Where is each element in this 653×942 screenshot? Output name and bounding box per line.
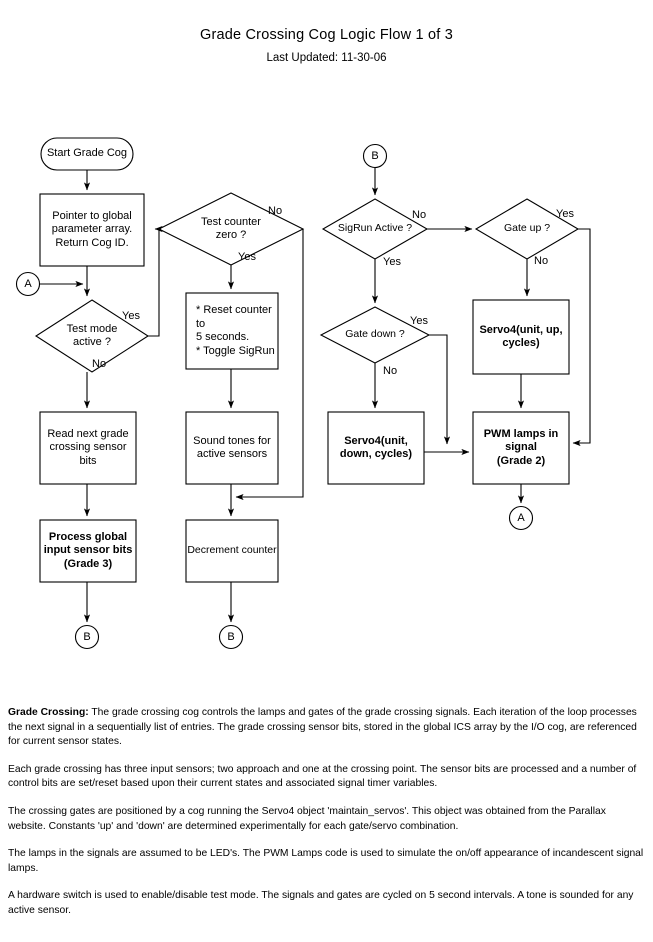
node-connector-b-in-right-label: B (371, 150, 379, 162)
shape-servo-down-process (327, 411, 425, 485)
edge-test-counter-no-to-decrement (235, 229, 304, 501)
edge-label-gate-down-no: No (383, 365, 398, 377)
edge-label-test-counter-yes: Yes (238, 251, 256, 263)
shape-pointer-process (39, 193, 145, 267)
edge-label-gate-down-yes: Yes (410, 315, 428, 327)
shape-connector-b-out-left (74, 624, 100, 650)
note-paragraph: Each grade crossing has three input sens… (8, 763, 646, 792)
shape-connector-b-in-right (362, 143, 388, 169)
shape-connector-a-out (508, 505, 534, 531)
edge-label-test-mode-yes: Yes (122, 310, 140, 322)
flowchart-canvas (15, 137, 591, 650)
page-subtitle: Last Updated: 11-30-06 (266, 52, 387, 64)
note-paragraph: The lamps in the signals are assumed to … (8, 847, 646, 876)
edge-label-sigrun-yes: Yes (383, 256, 401, 268)
page-title: Grade Crossing Cog Logic Flow 1 of 3 (199, 27, 453, 43)
note-text: Each grade crossing has three input sens… (8, 763, 637, 790)
note-paragraph: The crossing gates are positioned by a c… (8, 805, 646, 834)
shape-pwm-lamps-process (472, 411, 570, 485)
notes-section: Grade Crossing: The grade crossing cog c… (8, 706, 646, 932)
shape-decrement-counter-process (185, 519, 279, 583)
edge-gate-down-yes-to-pwm (429, 334, 451, 445)
shape-sigrun-active-decision (321, 198, 429, 260)
note-text: The crossing gates are positioned by a c… (8, 805, 606, 832)
shape-start-terminator (40, 137, 134, 171)
node-connector-a-out-label: A (517, 512, 525, 524)
shape-sound-tones-process (185, 411, 279, 485)
edge-label-gate-up-no: No (534, 255, 549, 267)
edge-label-test-counter-no: No (268, 205, 283, 217)
shape-connector-b-out-mid (218, 624, 244, 650)
node-connector-b-out-mid-label: B (227, 631, 235, 643)
shape-read-sensor-process (39, 411, 137, 485)
shape-test-mode-decision (34, 299, 150, 373)
note-text: The lamps in the signals are assumed to … (8, 848, 644, 874)
edge-gate-up-yes-to-pwm (572, 228, 591, 447)
shape-reset-counter-process (185, 292, 279, 370)
note-text: The grade crossing cog controls the lamp… (8, 707, 637, 748)
shape-test-counter-decision (157, 192, 305, 266)
node-connector-a-in-label: A (24, 278, 32, 290)
node-connector-b-out-left-label: B (83, 631, 91, 643)
shape-process-global-process (39, 519, 137, 583)
note-lead: Grade Crossing: (8, 707, 89, 718)
flowchart-diagram: Start Grade Cog Pointer to global parame… (15, 137, 591, 650)
shape-connector-a-in (15, 271, 41, 297)
note-text: A hardware switch is used to enable/disa… (8, 890, 634, 916)
edge-test-mode-yes-to-test-counter (148, 225, 163, 337)
edge-label-gate-up-yes: Yes (556, 208, 574, 220)
note-paragraph: A hardware switch is used to enable/disa… (8, 889, 646, 918)
shape-servo-up-process (472, 299, 570, 375)
edge-label-sigrun-no: No (412, 209, 427, 221)
note-paragraph: Grade Crossing: The grade crossing cog c… (8, 706, 646, 750)
edge-label-test-mode-no: No (92, 358, 107, 370)
